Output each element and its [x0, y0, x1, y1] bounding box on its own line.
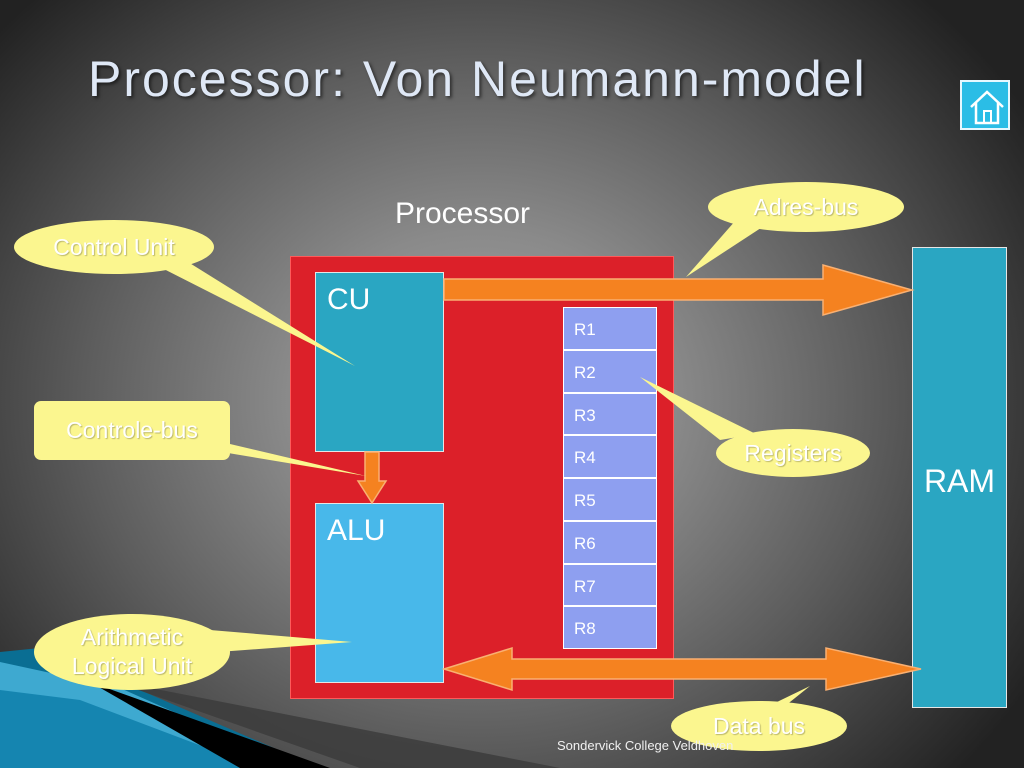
- register-r7: R7: [563, 563, 657, 607]
- register-r1: R1: [563, 307, 657, 350]
- callout-adres-bus: Adres-bus: [753, 193, 859, 220]
- slide-title: Processor: Von Neumann-model: [88, 51, 867, 107]
- callout-registers: Registers: [744, 439, 842, 466]
- cu-label: CU: [327, 283, 371, 316]
- home-icon: [970, 90, 1004, 125]
- callout-arithmetic-line1: Arithmetic: [80, 624, 184, 651]
- register-r8: R8: [563, 606, 657, 649]
- cu-box: CU: [315, 272, 444, 452]
- register-stack: R1 R2 R3 R4 R5 R6 R7 R8: [563, 307, 657, 649]
- register-r2: R2: [563, 349, 657, 393]
- alu-box: ALU: [315, 503, 444, 683]
- callout-arithmetic-line2: Logical Unit: [71, 653, 193, 679]
- processor-label: Processor: [395, 197, 531, 230]
- callout-control-unit: Control Unit: [53, 233, 175, 260]
- callout-controle-bus: Controle-bus: [66, 417, 198, 444]
- register-r5: R5: [563, 478, 657, 521]
- callout-arithmetic: Arithmetic Logical Unit: [34, 616, 230, 688]
- data-bus-arrow: [441, 646, 922, 692]
- home-button[interactable]: [960, 80, 1010, 130]
- register-r4: R4: [563, 435, 657, 478]
- footer-text: Sondervick College Veldhoven: [557, 738, 734, 753]
- address-bus-arrow: [443, 264, 915, 316]
- callout-data-bus: Data bus: [712, 712, 806, 739]
- ram-label: RAM: [923, 463, 996, 499]
- register-r6: R6: [563, 520, 657, 564]
- register-r3: R3: [563, 392, 657, 436]
- alu-label: ALU: [327, 514, 386, 547]
- ram-box: RAM: [912, 247, 1007, 708]
